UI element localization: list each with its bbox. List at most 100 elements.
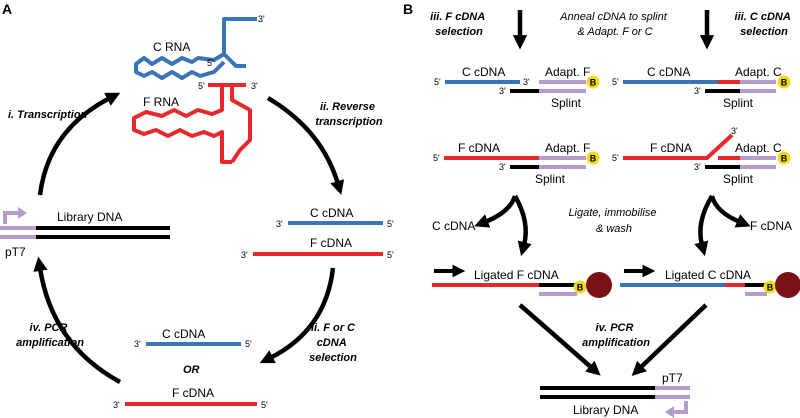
- c-cdna-5prime-b2: 5': [612, 77, 619, 87]
- pt7-segment-top: [0, 226, 36, 230]
- f-cdna-3prime-a: 3': [241, 250, 248, 260]
- pcr-arrow-left-b: [518, 303, 601, 376]
- wash-arrow-right-down: [694, 194, 714, 257]
- c-cdna-label-a: C cDNA: [310, 206, 353, 220]
- adapt-f-strand-b3: [539, 156, 586, 160]
- c-cdna-strand-b2: [623, 80, 718, 84]
- splint-adaptor-part-b4: [740, 165, 776, 169]
- ligated-c-strand-blue: [620, 283, 725, 287]
- biotin-label-ligated-f: B: [577, 283, 584, 293]
- streptavidin-bead-icon-f: [586, 272, 612, 298]
- wash-arrow-left-down: [513, 194, 532, 257]
- or-label: OR: [183, 364, 200, 376]
- wash-arrow-left-out: [474, 195, 518, 228]
- anneal-instruction-label: Anneal cDNA to splint & Adapt. F or C: [559, 11, 670, 38]
- ligated-c-cdna-complex: Ligated C cDNA B: [620, 264, 800, 298]
- f-cdna-adapt-f-complex: F cDNA 5' Adapt. F 3' Splint B: [433, 141, 600, 186]
- f-cdna-label-a: F cDNA: [310, 236, 352, 250]
- biotin-icon-b4: [777, 151, 791, 165]
- pt7-label-b: pT7: [662, 371, 683, 385]
- c-cdna-label-b2: C cDNA: [647, 65, 690, 79]
- f-cdna-overhang-b4: [705, 133, 734, 160]
- f-rna-label: F RNA: [143, 95, 179, 109]
- c-cdna-5prime-a: 5': [387, 219, 394, 229]
- streptavidin-bead-icon-c: [775, 272, 800, 298]
- f-cdna-strand-b4: [623, 156, 708, 160]
- splint-adaptor-part-b3: [539, 165, 586, 169]
- washed-f-cdna-label: F cDNA: [750, 219, 792, 233]
- biotin-icon-ligated-c: [763, 280, 777, 294]
- ligated-f-strand-black: [539, 283, 577, 287]
- reverse-transcription-arrow: [266, 96, 345, 196]
- splint-3prime-b3: 3': [499, 162, 506, 172]
- library-dna-a: [0, 207, 170, 239]
- pt7-b-promoter-icon: [672, 401, 688, 414]
- splint-adaptor-part-b1: [539, 89, 586, 93]
- panel-a-label: A: [2, 1, 12, 17]
- c-rna-3prime: 3': [258, 14, 265, 24]
- library-dna-label-b: Library DNA: [573, 403, 638, 417]
- panel-b: B iii. F cDNA selection iii. C cDNA sele…: [403, 1, 800, 418]
- c-cdna-selected-5prime: 5': [245, 339, 252, 349]
- adapt-c-label-b4: Adapt. C: [735, 141, 782, 155]
- step-f-cdna-selection-label: iii. F cDNA selection: [430, 11, 488, 38]
- biotin-label-b3: B: [590, 154, 597, 164]
- c-cdna-3prime-a: 3': [276, 219, 283, 229]
- adapt-c-red-segment-b4: [718, 156, 740, 160]
- f-cdna-strand-a: [253, 252, 383, 256]
- splint-adaptor-part-b2: [740, 89, 776, 93]
- c-cdna-adapt-c-complex: C cDNA 5' Adapt. C 3' Splint B: [612, 65, 791, 110]
- splint-label-b3: Splint: [535, 172, 566, 186]
- ligated-c-cdna-label: Ligated C cDNA: [665, 268, 751, 282]
- f-cdna-3prime-b4: 3': [731, 126, 738, 136]
- splint-label-b4: Splint: [723, 172, 754, 186]
- library-dna-strand-bottom: [0, 235, 170, 239]
- adapt-f-label-b1: Adapt. F: [545, 65, 590, 79]
- ligated-c-strand-black: [745, 283, 767, 287]
- step-c-cdna-selection-label: iii. C cDNA selection: [735, 11, 794, 38]
- splint-label-b1: Splint: [551, 96, 582, 110]
- library-dna-label-a: Library DNA: [57, 210, 122, 224]
- c-cdna-strand-a: [288, 221, 383, 225]
- step-pcr-label-b: iv. PCR amplification: [582, 322, 650, 349]
- splint-3prime-b1: 3': [499, 86, 506, 96]
- pcr-arrow-right-b: [631, 303, 708, 376]
- c-cdna-selected-label: C cDNA: [162, 327, 205, 341]
- step-pcr-label-a: iv. PCR amplification: [16, 322, 84, 349]
- pt7-label-a: pT7: [5, 245, 26, 259]
- c-rna-strand: [134, 17, 257, 80]
- ligated-c-strand-adaptor: [745, 292, 767, 296]
- f-cdna-selected-3prime: 3': [113, 400, 120, 410]
- c-rna-label: C RNA: [153, 40, 190, 54]
- transcription-arrow: [37, 92, 121, 196]
- c-cdna-label-b1: C cDNA: [462, 65, 505, 79]
- ligated-f-strand-adaptor: [539, 292, 577, 296]
- ligated-c-strand-red: [725, 283, 745, 287]
- ligate-instruction-label: Ligate, immobilise & wash: [568, 207, 659, 235]
- ligated-f-strand-red: [432, 283, 539, 287]
- pt7-b-segment-top: [655, 386, 690, 390]
- pcr-arrow-a: [33, 256, 122, 384]
- f-cdna-label-b3: F cDNA: [458, 141, 500, 155]
- step-transcription-label: i. Transcription: [8, 109, 88, 121]
- c-rna-5prime: 5': [207, 58, 214, 68]
- panel-b-label: B: [403, 1, 413, 17]
- pt7-b-segment-bottom: [655, 395, 690, 399]
- c-rna-structure: [134, 17, 257, 80]
- f-cdna-5prime-b4: 5': [612, 153, 619, 163]
- pt7-promoter-icon: [3, 211, 20, 224]
- biotin-icon-b3: [586, 151, 600, 165]
- f-cdna-label-b4: F cDNA: [650, 141, 692, 155]
- selection-arrow-a: [259, 267, 336, 364]
- adapt-f-strand-b1: [539, 80, 586, 84]
- f-rna-5prime: 5': [198, 81, 205, 91]
- c-cdna-3prime-b1: 3': [523, 77, 530, 87]
- biotin-icon-b2: [777, 75, 791, 89]
- f-cdna-selected-label: F cDNA: [172, 386, 214, 400]
- c-cdna-5prime-b1: 5': [434, 77, 441, 87]
- library-dna-strand-top: [0, 226, 170, 230]
- ligated-f-cdna-label: Ligated F cDNA: [474, 268, 559, 282]
- splint-3prime-b4: 3': [694, 162, 701, 172]
- biotin-icon-b1: [586, 75, 600, 89]
